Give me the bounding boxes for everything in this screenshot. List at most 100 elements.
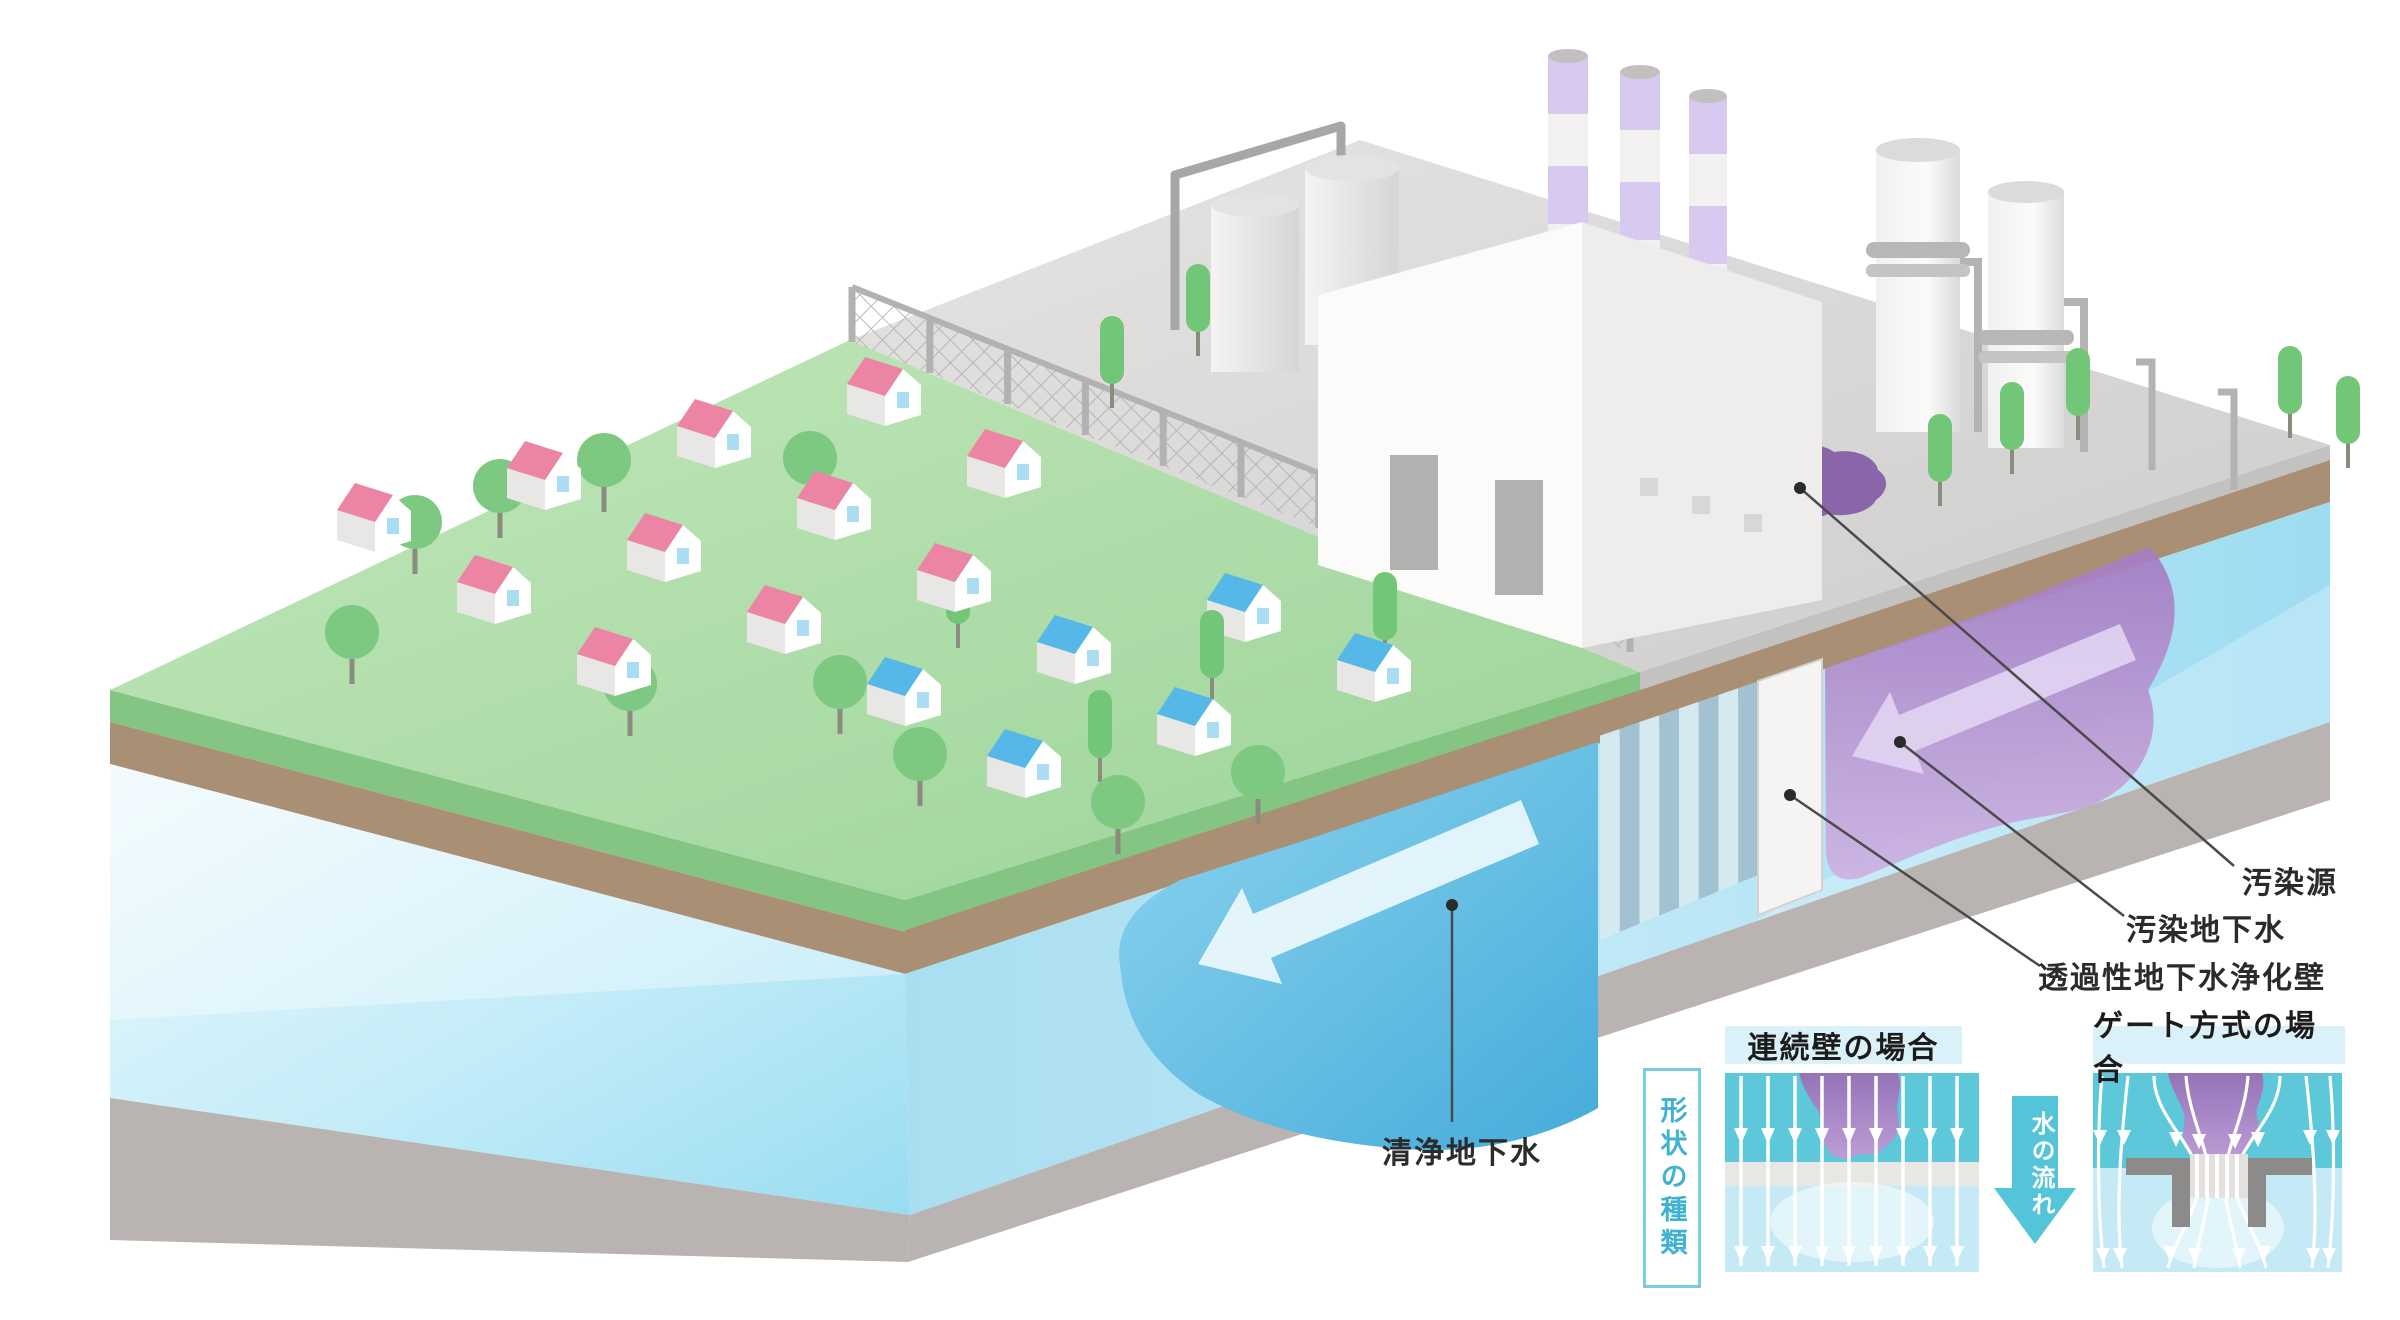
round-tree bbox=[1231, 745, 1285, 824]
wall-stripe bbox=[1698, 694, 1719, 900]
wall-stripe bbox=[1639, 715, 1660, 924]
house-window bbox=[677, 548, 689, 564]
factory-side-wall bbox=[1582, 222, 1822, 648]
factory-building bbox=[1318, 222, 1822, 648]
house-blue bbox=[1037, 615, 1111, 684]
cypress-tree bbox=[1100, 316, 1124, 408]
house-window bbox=[627, 662, 639, 678]
clean-flow-arrow bbox=[1198, 800, 1539, 984]
grass-lip-se bbox=[905, 672, 1640, 930]
house-window bbox=[557, 476, 569, 492]
leader-pollution-source bbox=[1799, 487, 2235, 867]
house-blue bbox=[867, 657, 941, 726]
gate-permeable-section bbox=[2190, 1154, 2248, 1198]
water-flow-label: 水の流れ bbox=[2027, 1111, 2054, 1219]
inset-right-plume bbox=[2168, 1073, 2264, 1162]
leader-dots bbox=[1446, 482, 1906, 911]
house-pink bbox=[797, 471, 871, 540]
factory-window bbox=[1744, 514, 1762, 532]
flow-curve bbox=[2304, 1075, 2317, 1269]
factory-door bbox=[1495, 480, 1543, 595]
contaminated-flow-arrow bbox=[1852, 624, 2136, 774]
house-window bbox=[1257, 608, 1269, 624]
house-blue bbox=[1337, 633, 1411, 702]
platform-lip-se bbox=[1640, 445, 2330, 690]
house-window bbox=[797, 620, 809, 636]
house-window bbox=[1207, 722, 1219, 738]
wall-stripe bbox=[1659, 708, 1679, 916]
leader-permeable-wall bbox=[1789, 793, 2041, 968]
wall-stripe bbox=[1718, 688, 1739, 892]
cypress-tree bbox=[2000, 382, 2024, 474]
house-window bbox=[1037, 764, 1049, 780]
flow-curve bbox=[2117, 1075, 2130, 1269]
flow-curve bbox=[2096, 1075, 2106, 1269]
label-pollution-source: 汚染源 bbox=[2242, 867, 2338, 900]
residential-area bbox=[325, 264, 2360, 854]
soil-layer-sw bbox=[110, 722, 905, 974]
inset-title-continuous-wall: 連続壁の場合 bbox=[1725, 1026, 1962, 1065]
house-pink bbox=[747, 585, 821, 654]
wall-stripe bbox=[1619, 722, 1640, 932]
tank-pipe bbox=[1170, 121, 1346, 330]
house-blue bbox=[1157, 687, 1231, 756]
inset-continuous-wall bbox=[1725, 1073, 1979, 1272]
factory-door bbox=[1390, 455, 1438, 570]
house-pink bbox=[917, 543, 991, 612]
label-permeable-wall: 透過性地下水浄化壁 bbox=[2038, 962, 2326, 995]
factory-window bbox=[1640, 478, 1658, 496]
small-pipe bbox=[2136, 358, 2156, 470]
round-tree bbox=[813, 655, 867, 734]
house-pink bbox=[577, 627, 651, 696]
house-window bbox=[917, 692, 929, 708]
house-pink bbox=[847, 357, 921, 426]
base-gray-sw bbox=[110, 1098, 910, 1262]
cypress-tree bbox=[2336, 376, 2360, 468]
inset-title-gate-type: ゲート方式の場合 bbox=[2093, 1010, 2345, 1087]
house-pink bbox=[457, 555, 531, 624]
label-contaminated-groundwater: 汚染地下水 bbox=[2126, 914, 2286, 947]
house-pink bbox=[627, 513, 701, 582]
house-blue bbox=[987, 729, 1061, 798]
wall-stripe bbox=[1679, 701, 1699, 908]
house-window bbox=[847, 506, 859, 522]
factory-complex bbox=[1170, 49, 2238, 648]
cypress-tree bbox=[2066, 348, 2090, 440]
cypress-tree bbox=[1200, 610, 1224, 702]
house-pink bbox=[677, 399, 751, 468]
process-towers bbox=[1866, 138, 2238, 490]
label-clean-groundwater: 清浄地下水 bbox=[1382, 1137, 1542, 1170]
house-window bbox=[897, 392, 909, 408]
round-tree bbox=[325, 605, 379, 684]
house-window bbox=[967, 578, 979, 594]
grass-lip-sw bbox=[110, 690, 905, 932]
house-pink bbox=[337, 483, 411, 552]
soil-layer-se bbox=[905, 460, 2330, 974]
house-window bbox=[387, 518, 399, 534]
round-tree bbox=[1091, 775, 1145, 854]
leader-contaminated-groundwater bbox=[1899, 741, 2125, 917]
base-gray-se bbox=[908, 722, 2330, 1262]
factory-window bbox=[1692, 496, 1710, 514]
purification-wall-face bbox=[1757, 657, 1823, 917]
cypress-tree bbox=[1088, 690, 1112, 782]
inset-left-flow-lines bbox=[1734, 1076, 1964, 1266]
house-pink bbox=[507, 441, 581, 510]
house-window bbox=[1087, 650, 1099, 666]
small-pipe bbox=[2218, 388, 2238, 490]
aquifer-sw bbox=[110, 764, 910, 1215]
gate-structure bbox=[2126, 1158, 2312, 1227]
shape-type-label-box: 形状の種類 bbox=[1643, 1068, 1701, 1288]
cypress-tree bbox=[2278, 346, 2302, 438]
inset-right-flow-lines bbox=[2093, 1075, 2340, 1269]
flow-curve bbox=[2326, 1075, 2336, 1269]
wall-stripe bbox=[1600, 728, 1620, 940]
round-tree bbox=[577, 433, 631, 512]
house-window bbox=[1387, 668, 1399, 684]
round-tree bbox=[893, 727, 947, 806]
house-window bbox=[1017, 464, 1029, 480]
house-window bbox=[507, 590, 519, 606]
purification-wall-columns bbox=[1600, 681, 1758, 940]
